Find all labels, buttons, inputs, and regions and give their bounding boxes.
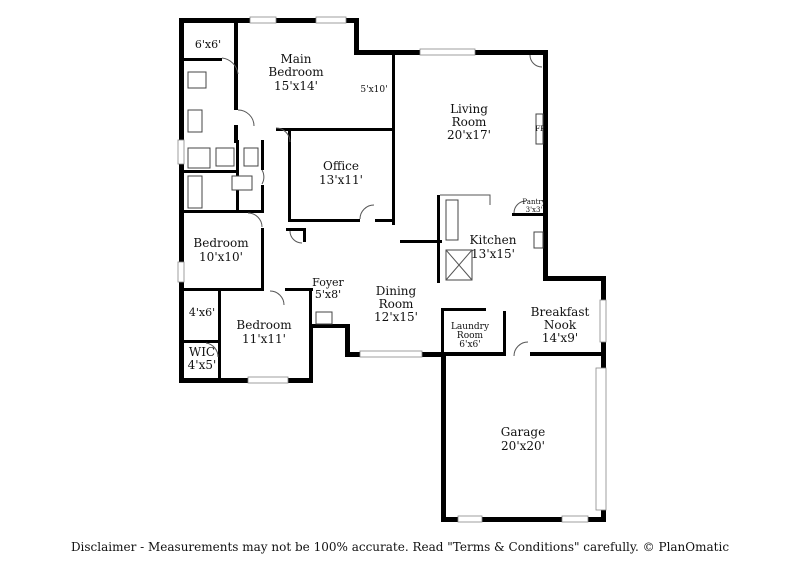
- office-name: Office: [323, 159, 359, 173]
- garage-name: Garage: [501, 425, 545, 439]
- living-room-name-line1: Living: [450, 102, 488, 116]
- main-closet-dims: 5'x10': [360, 85, 387, 95]
- dining-room-name-line2: Room: [379, 297, 414, 311]
- breakfast-nook-name-line2: Nook: [544, 318, 577, 332]
- living-room-name-line2: Room: [452, 115, 487, 129]
- fireplace-label: FP: [535, 125, 545, 133]
- laundry-room-dims: 6'x6': [459, 340, 480, 350]
- breakfast-nook-dims: 14'x9': [542, 331, 578, 345]
- foyer-name: Foyer: [312, 276, 344, 289]
- closet-4x6-dims: 4'x6': [189, 306, 215, 319]
- bedroom-2-dims: 11'x11': [242, 332, 286, 346]
- office-dims: 13'x11': [319, 173, 363, 187]
- dining-room-dims: 12'x15': [374, 310, 418, 324]
- windows: [177, 16, 607, 523]
- laundry-room-name-line2: Room: [457, 331, 484, 341]
- main-bedroom-name-line1: Main: [280, 52, 311, 66]
- fixtures: [187, 71, 544, 281]
- room-labels: 6'x6' Main Bedroom 15'x14' 5'x10' Living…: [188, 38, 590, 453]
- small-closet-dims: 6'x6': [195, 38, 221, 51]
- wic-dims: 4'x5': [188, 358, 217, 372]
- bedroom-1-dims: 10'x10': [199, 250, 243, 264]
- kitchen-dims: 13'x15': [471, 247, 515, 261]
- doors: [205, 54, 543, 358]
- main-bedroom-dims: 15'x14': [274, 79, 318, 93]
- dining-room-name-line1: Dining: [376, 284, 417, 298]
- disclaimer-text: Disclaimer - Measurements may not be 100…: [70, 540, 730, 554]
- breakfast-nook-name-line1: Breakfast: [531, 305, 590, 319]
- living-room-dims: 20'x17': [447, 128, 491, 142]
- bedroom-1-name: Bedroom: [193, 236, 249, 250]
- interior-walls: [184, 18, 606, 383]
- laundry-room-name-line1: Laundry: [451, 322, 490, 332]
- foyer-dims: 5'x8': [315, 288, 341, 301]
- main-bedroom-name-line2: Bedroom: [268, 65, 324, 79]
- wic-name: WIC: [189, 345, 215, 359]
- garage-dims: 20'x20': [501, 439, 545, 453]
- kitchen-name: Kitchen: [470, 233, 517, 247]
- bedroom-2-name: Bedroom: [236, 318, 292, 332]
- pantry-name: Pantry: [522, 198, 545, 206]
- pantry-dims: 3'x3': [526, 206, 543, 214]
